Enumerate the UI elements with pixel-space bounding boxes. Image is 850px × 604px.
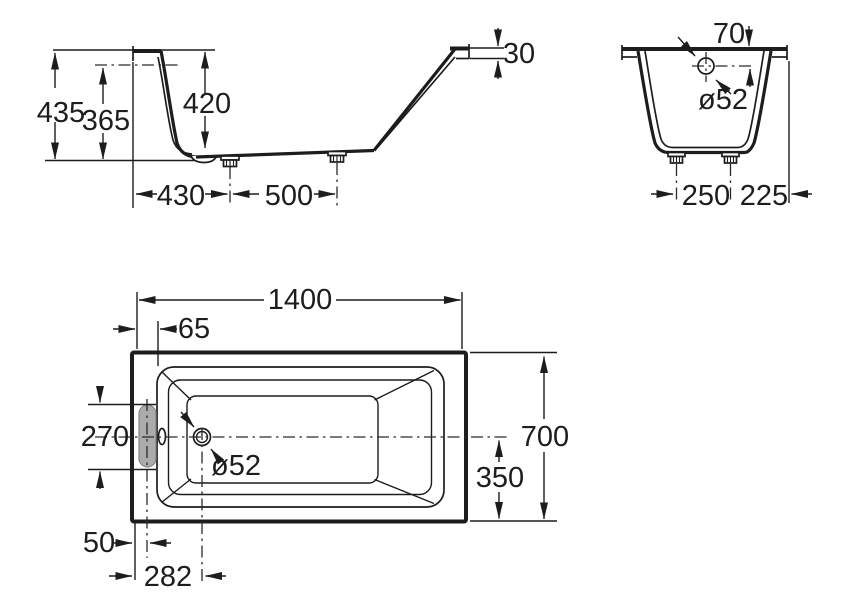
drain-pointer-arrow [677,36,696,57]
dim-drain-diameter: ø52 [698,84,748,116]
left-wall-inner [157,56,193,155]
left-wall-outer [636,50,669,155]
dim-edge-to-foot: 430 [157,180,205,212]
dim-overall-width: 700 [521,421,569,453]
corner-slope-line [161,370,192,401]
foot-right [721,151,740,164]
end-section-view: 70 ø52 250 225 [621,18,812,212]
dim-rim-thickness: 30 [503,38,535,70]
dim-edge-to-drain: 282 [144,561,192,593]
right-slope-inner [376,56,456,149]
dim-overall-length: 1400 [268,284,333,316]
tub-bottom-outline [186,395,379,484]
dim-overflow-span: 270 [81,421,129,453]
foot-left [220,155,240,168]
foot-hatching [225,160,235,167]
drain-pointer-arrow [180,411,195,428]
dim-drain-offset: 70 [713,18,745,50]
side-elevation-view: 435 365 420 30 430 500 [37,28,535,212]
dim-drain-diameter: ø52 [211,450,261,482]
dim-overflow-height: 365 [82,105,130,137]
dim-overflow-offset: 65 [178,313,210,345]
dim-feet-spacing: 500 [265,180,313,212]
dim-total-height: 435 [37,97,85,129]
backrest-slope-line [374,478,435,505]
foot-right [327,150,347,163]
right-wall-inner [737,50,765,149]
dim-feet-spacing: 250 [682,180,730,212]
plan-view: 1400 65 270 ø52 700 350 50 282 [81,284,569,593]
tub-rim-outline [156,366,445,508]
drain-pointer-arrow [715,79,732,95]
drain-pointer-arrow [210,448,225,465]
dim-inner-depth: 420 [183,88,231,120]
right-wall-outer [744,50,773,155]
corner-slope-line [161,478,192,504]
dim-centerline-to-edge: 350 [476,462,524,494]
left-wall-inner [644,50,673,149]
foot-left [667,151,686,164]
right-slope-outer [372,48,457,152]
backrest-slope-line [374,369,435,401]
foot-hatching [726,156,735,163]
left-wall-outer [159,50,197,159]
foot-hatching [672,156,681,163]
dim-edge-to-overflow: 50 [83,527,115,559]
foot-hatching [332,155,342,162]
dim-foot-to-edge: 225 [740,180,788,212]
